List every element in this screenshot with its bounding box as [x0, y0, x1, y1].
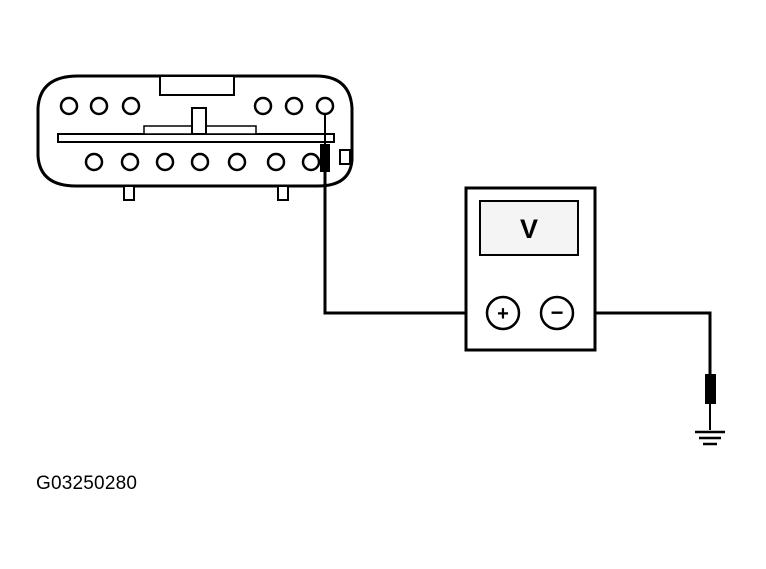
- connector-divider-bar: [57, 133, 335, 143]
- connector-pin: [120, 152, 140, 172]
- connector-center-tab: [191, 107, 207, 135]
- connector-pin: [89, 96, 109, 116]
- positive-terminal-symbol: +: [497, 303, 509, 325]
- connector-pin: [253, 96, 273, 116]
- connector-pin: [284, 96, 304, 116]
- connector-pin: [121, 96, 141, 116]
- connector-pin: [59, 96, 79, 116]
- electrical-connector: [36, 74, 354, 201]
- connector-pin: [301, 152, 321, 172]
- positive-probe: [320, 114, 330, 172]
- connector-pin: [155, 152, 175, 172]
- connector-foot-left: [123, 185, 135, 201]
- voltmeter-display-symbol: V: [520, 214, 538, 244]
- connector-bottom-pins: [84, 152, 321, 172]
- voltmeter-display: [479, 200, 579, 256]
- voltmeter: V + −: [464, 186, 597, 352]
- connector-pin: [266, 152, 286, 172]
- connector-pin: [227, 152, 247, 172]
- negative-probe: [705, 374, 716, 430]
- negative-terminal-symbol: −: [551, 300, 564, 325]
- connector-pin: [190, 152, 210, 172]
- negative-terminal: [539, 295, 575, 331]
- connector-foot-right: [277, 185, 289, 201]
- positive-terminal: [485, 295, 521, 331]
- negative-test-lead-wire: [573, 311, 712, 376]
- positive-test-lead-wire: [323, 172, 488, 315]
- connector-pin: [315, 96, 335, 116]
- connector-side-notch: [339, 149, 351, 165]
- connector-top-pins: [59, 96, 335, 116]
- connector-pin: [84, 152, 104, 172]
- ground-icon: [695, 430, 725, 446]
- connector-latch: [159, 75, 235, 96]
- figure-id: G03250280: [36, 473, 138, 494]
- probe-body: [320, 144, 330, 172]
- negative-probe-body: [705, 374, 716, 404]
